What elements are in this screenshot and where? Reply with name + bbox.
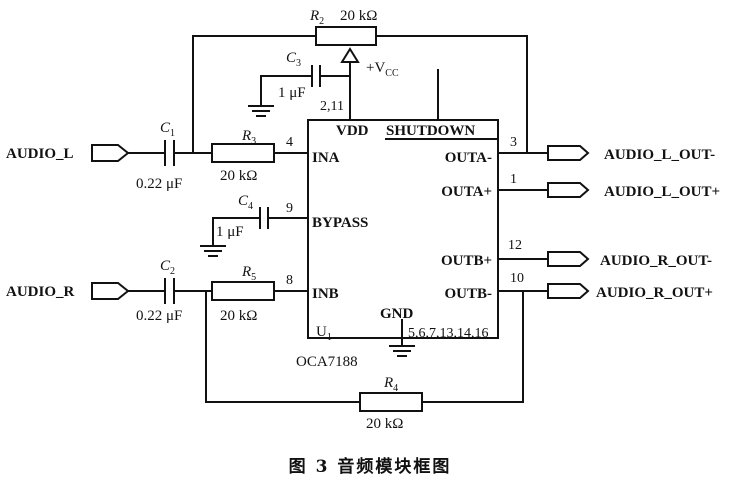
vcc-label: +VCC [366,60,399,79]
pin-number-ina: 4 [286,135,293,150]
r5-value: 20 kΩ [220,308,257,324]
pin-name-outb-plus: OUTB+ [441,253,492,269]
port-audio-l-out-minus: AUDIO_L_OUT- [604,147,715,163]
c1-label: C1 [160,120,175,139]
resistor-r3 [211,143,275,163]
pin-name-gnd: GND [380,306,414,322]
pin-number-outb-plus: 12 [508,238,522,253]
pin-number-outb-minus: 10 [510,271,524,286]
c2-label: C2 [160,258,175,277]
port-audio-r: AUDIO_R [6,284,75,300]
r4-value: 20 kΩ [366,416,403,432]
ic-body-u1 [307,119,499,339]
pin-name-outb-minus: OUTB- [444,286,492,302]
r4-label: R4 [383,375,398,394]
c2-value: 0.22 μF [136,308,182,324]
c3-value: 1 μF [278,85,306,101]
port-audio-r-out-minus: AUDIO_R_OUT- [600,253,712,269]
pin-name-outa-minus: OUTA- [445,150,492,166]
r3-label: R3 [241,128,256,147]
r2-label: R2 [309,8,324,27]
pin-number-gnd: 5,6,7,13,14,16 [408,326,489,341]
port-audio-r-flag [91,282,130,300]
r2-value: 20 kΩ [340,8,377,24]
ic-reference: U1 [316,324,332,343]
r5-label: R5 [241,264,256,283]
port-audio-l-out-minus-flag [547,145,590,161]
pin-name-inb: INB [312,286,339,302]
pin-number-outa-plus: 1 [510,172,517,187]
c4-value: 1 μF [216,224,244,240]
ic-part-number: OCA7188 [296,354,358,370]
c4-label: C4 [238,193,253,212]
vcc-arrow-icon [340,47,360,63]
port-audio-l-flag [91,144,130,162]
pin-number-inb: 8 [286,273,293,288]
pin-name-vdd: VDD [336,123,369,139]
resistor-r5 [211,281,275,301]
port-audio-l-out-plus: AUDIO_L_OUT+ [604,184,720,200]
pin-number-vdd: 2,11 [320,99,344,114]
resistor-r2 [315,26,377,46]
pin-number-bypass: 9 [286,201,293,216]
port-audio-r-out-plus-flag [547,283,590,299]
pin-name-ina: INA [312,150,340,166]
pin-name-outa-plus: OUTA+ [441,184,492,200]
r3-value: 20 kΩ [220,168,257,184]
port-audio-l: AUDIO_L [6,146,74,162]
port-audio-l-out-plus-flag [547,182,590,198]
c3-label: C3 [286,50,301,69]
c1-value: 0.22 μF [136,176,182,192]
pin-name-bypass: BYPASS [312,215,368,231]
pin-number-outa-minus: 3 [510,135,517,150]
resistor-r4 [359,392,423,412]
figure-caption: 图 3 音频模块框图 [289,456,452,477]
port-audio-r-out-plus: AUDIO_R_OUT+ [596,285,713,301]
port-audio-r-out-minus-flag [547,251,590,267]
pin-name-shutdown: SHUTDOWN [386,123,475,139]
